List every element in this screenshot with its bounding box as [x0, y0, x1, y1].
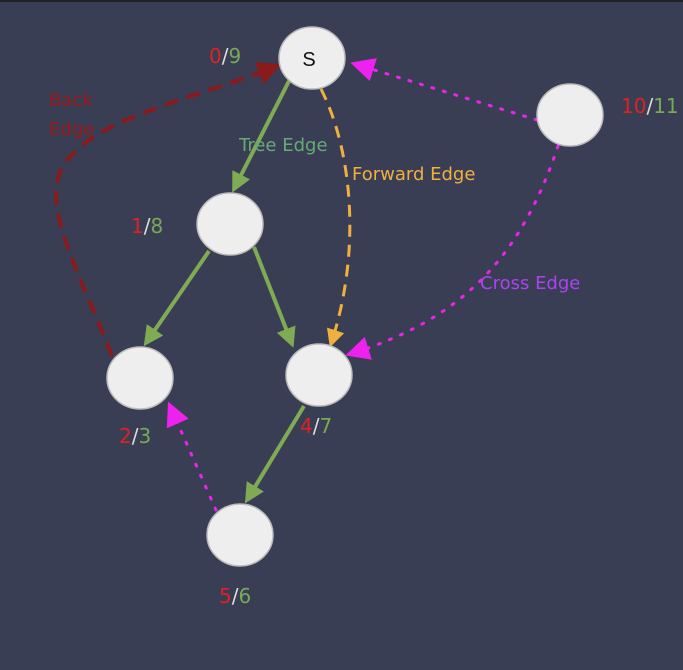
node-a: [196, 192, 264, 256]
cross-edge-d-b: [166, 401, 218, 512]
tree-edge-s-a: [232, 80, 291, 193]
node-c: [285, 343, 353, 407]
tree-edge-a-b: [143, 249, 211, 347]
tree-edge-a-c: [252, 246, 296, 348]
cross-edge-e-c: [345, 144, 560, 360]
node-s: S: [278, 26, 346, 90]
cross-edge-e-s: [350, 58, 539, 122]
back-edge-label-line2: Edge: [49, 119, 94, 140]
node-s-label: S: [302, 49, 315, 71]
time-label-b: 2/3: [119, 424, 151, 448]
back-edge-b-s: [54, 62, 282, 357]
forward-edge-label: Forward Edge: [352, 164, 475, 185]
tree-edge-label: Tree Edge: [238, 135, 328, 156]
time-label-a: 1/8: [131, 214, 163, 238]
forward-edge-s-c: [319, 88, 352, 348]
time-label-c: 4/7: [300, 414, 332, 438]
cross-edge-label: Cross Edge: [480, 273, 580, 294]
time-label-e: 10/11: [621, 94, 679, 118]
node-e: [536, 83, 604, 147]
node-b: [106, 346, 174, 410]
time-label-d: 5/6: [219, 584, 251, 608]
back-edge-label-line1: Back: [49, 90, 93, 111]
time-label-s: 0/9: [209, 44, 241, 68]
tree-edge-c-d: [244, 404, 306, 504]
node-d: [206, 503, 274, 567]
